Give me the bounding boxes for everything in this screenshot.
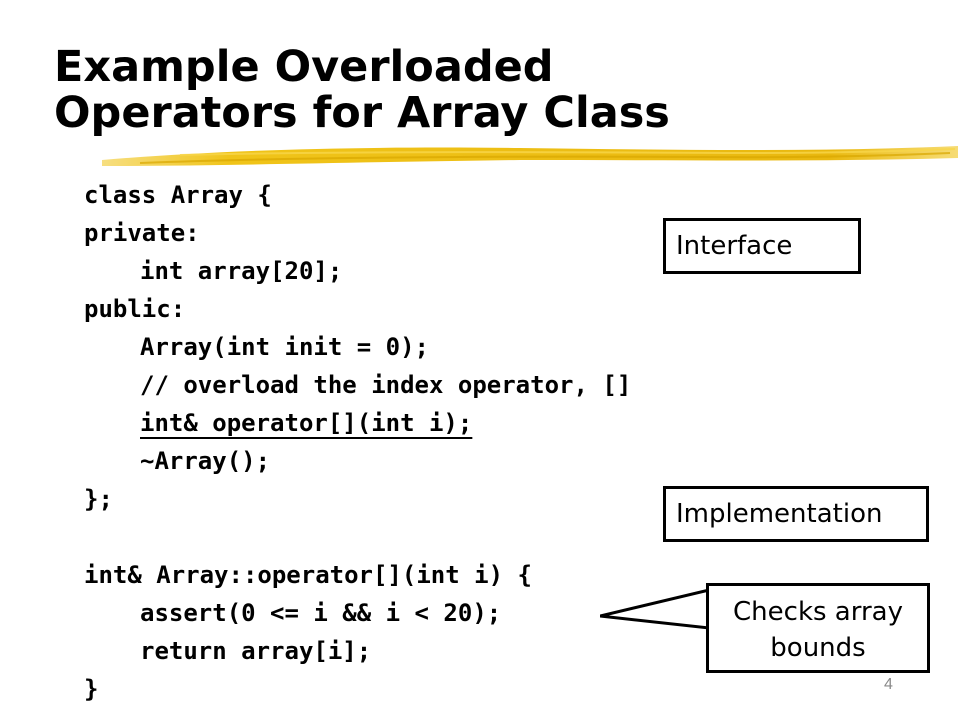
code-line: class Array { xyxy=(84,181,272,209)
callout-pointer xyxy=(600,588,711,630)
bounds-check-callout: Checks array bounds xyxy=(706,583,930,673)
code-line: private: xyxy=(84,219,200,247)
code-line: int& Array::operator[](int i) { xyxy=(84,561,532,589)
underlined-operator-declaration: int& operator[](int i); xyxy=(140,409,473,437)
code-line-underlined-operator: int& operator[](int i); xyxy=(84,404,631,442)
callout-text-line-1: Checks array xyxy=(733,597,903,627)
code-line: Array(int init = 0); xyxy=(140,333,429,361)
code-line: } xyxy=(84,675,99,703)
code-line-comment: // overload the index operator, [] xyxy=(140,371,632,399)
code-line: return array[i]; xyxy=(140,637,372,665)
code-block: class Array { private: int array[20]; pu… xyxy=(84,176,631,708)
slide-title-line-1: Example Overloaded xyxy=(54,42,554,92)
page-number: 4 xyxy=(884,676,893,693)
code-line: public: xyxy=(84,295,186,323)
interface-label-box: Interface xyxy=(663,218,861,274)
slide-title-line-2: Operators for Array Class xyxy=(54,88,670,138)
implementation-label-box: Implementation xyxy=(663,486,929,542)
title-underline-brush-stroke xyxy=(102,146,958,166)
code-line: ~Array(); xyxy=(140,447,271,475)
code-line: int array[20]; xyxy=(140,257,343,285)
code-line-assert: assert(0 <= i && i < 20); xyxy=(140,599,502,627)
code-line: }; xyxy=(84,485,113,513)
code-line-blank xyxy=(84,518,631,556)
callout-text-line-2: bounds xyxy=(770,633,866,663)
slide-title: Example Overloaded Operators for Array C… xyxy=(54,44,670,136)
